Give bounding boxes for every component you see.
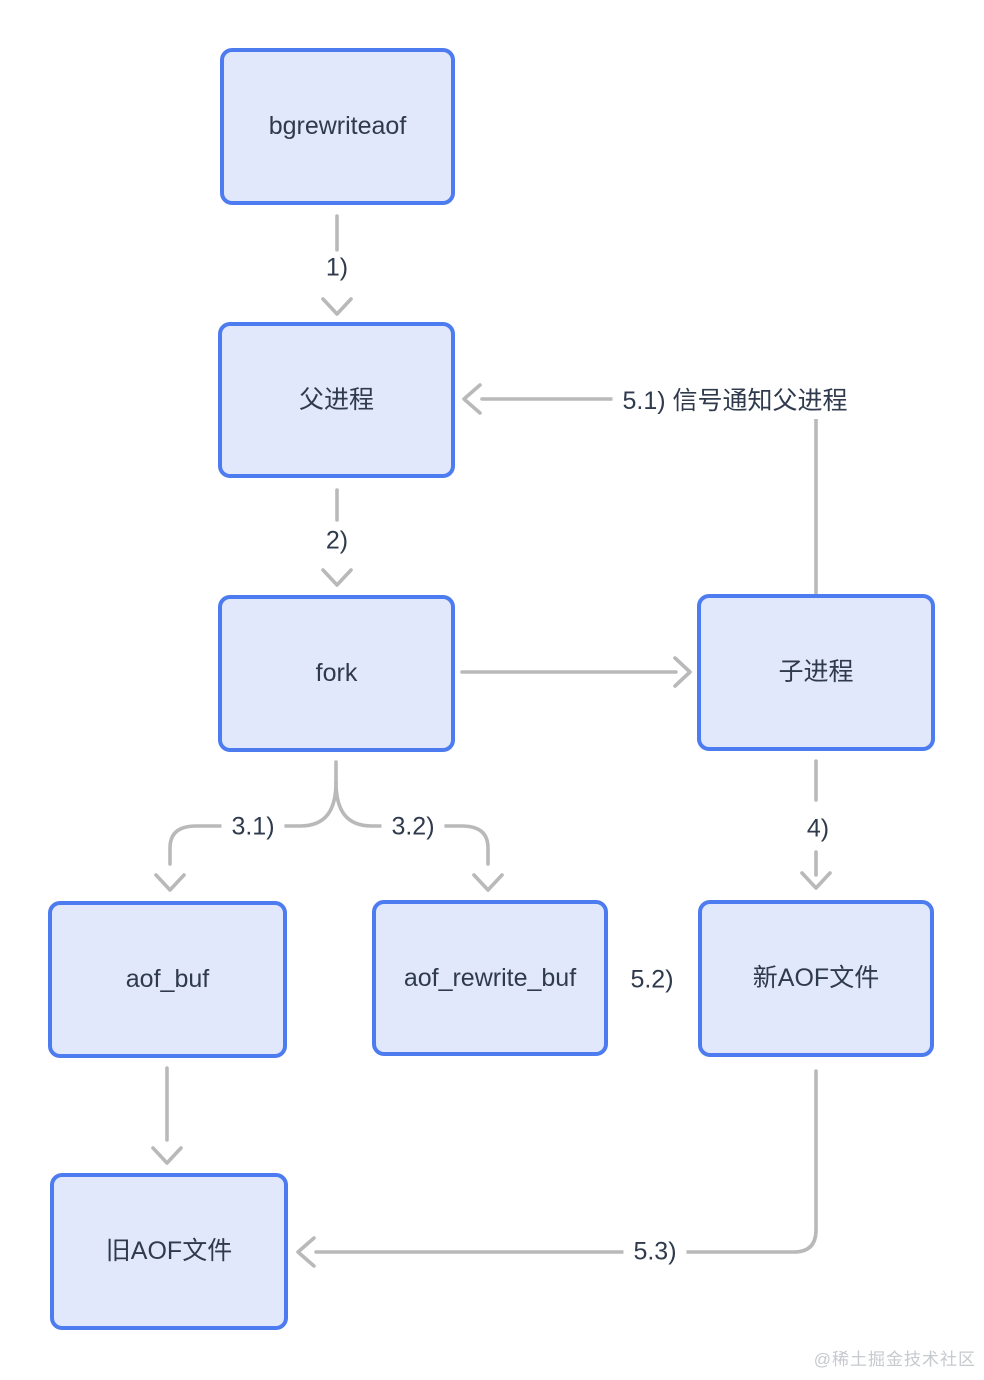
edge-label-step3-1: 3.1) bbox=[221, 810, 285, 844]
edge-label-step2: 2) bbox=[315, 524, 359, 558]
edge-label-step5-1: 5.1) 信号通知父进程 bbox=[612, 379, 858, 419]
connector-step5-3 bbox=[296, 1069, 818, 1268]
node-child-process: 子进程 bbox=[697, 594, 935, 751]
connector-fork-to-child bbox=[460, 656, 692, 688]
node-aof-rewrite-buf-label: aof_rewrite_buf bbox=[403, 963, 577, 992]
connector-step4 bbox=[800, 759, 832, 890]
edge-label-step5-2: 5.2) bbox=[620, 963, 684, 997]
edge-label-step4: 4) bbox=[796, 812, 840, 846]
node-bgrewriteaof: bgrewriteaof bbox=[220, 48, 455, 205]
edge-label-step1: 1) bbox=[315, 251, 359, 285]
watermark-text: @稀土掘金技术社区 bbox=[813, 1350, 976, 1369]
connector-step1 bbox=[321, 214, 353, 316]
connector-step3-1 bbox=[154, 760, 338, 892]
node-new-aof-file: 新AOF文件 bbox=[698, 900, 934, 1057]
node-bgrewriteaof-label: bgrewriteaof bbox=[268, 112, 407, 140]
node-aof-buf-label: aof_buf bbox=[125, 965, 210, 993]
node-aof-buf: aof_buf bbox=[48, 901, 287, 1058]
node-aof-rewrite-buf: aof_rewrite_buf bbox=[372, 900, 608, 1056]
node-fork-label: fork bbox=[315, 659, 358, 687]
connector-aofbuf-to-oldaof bbox=[151, 1066, 183, 1165]
node-fork: fork bbox=[218, 595, 455, 752]
edge-label-step3-2: 3.2) bbox=[381, 810, 445, 844]
node-old-aof-file-label: 旧AOF文件 bbox=[105, 1237, 233, 1265]
node-old-aof-file: 旧AOF文件 bbox=[50, 1173, 288, 1330]
node-new-aof-file-label: 新AOF文件 bbox=[752, 964, 880, 992]
edge-label-step5-3: 5.3) bbox=[623, 1235, 687, 1269]
node-parent-process: 父进程 bbox=[218, 322, 455, 478]
node-parent-process-label: 父进程 bbox=[298, 385, 374, 414]
node-child-process-label: 子进程 bbox=[778, 658, 854, 686]
connector-step2 bbox=[321, 488, 353, 587]
